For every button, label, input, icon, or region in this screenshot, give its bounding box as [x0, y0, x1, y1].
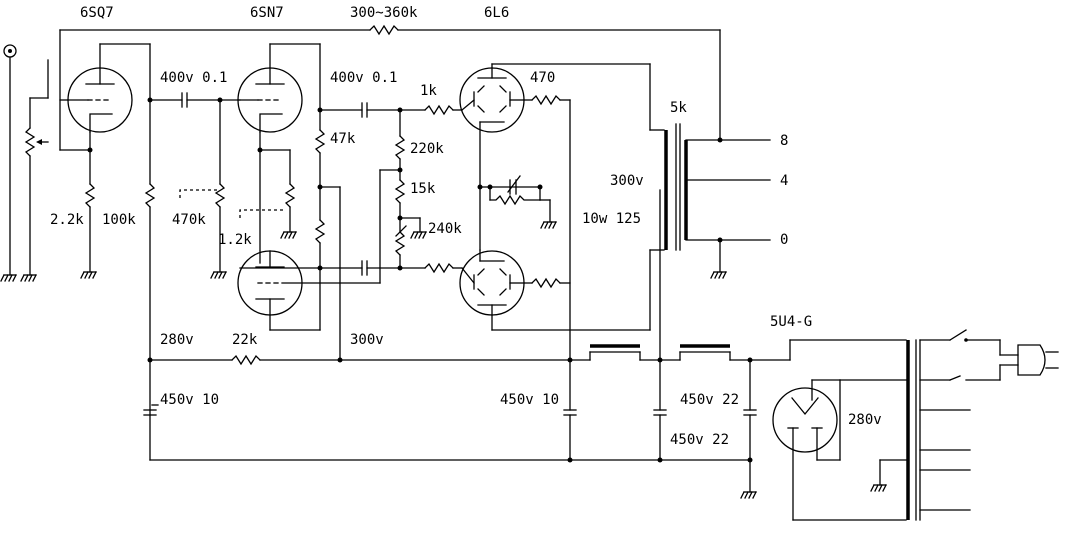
b-plus-300v-label: 300v — [610, 173, 644, 189]
plate-resistor-47k-label: 47k — [330, 131, 356, 147]
coupling-cap-1-label: 400v 0.1 — [160, 70, 227, 86]
tap-4-label: 4 — [780, 173, 788, 189]
grid-resistor-1k-label: 1k — [420, 83, 437, 99]
filter-cap-4-label: 450v 22 — [670, 432, 729, 448]
tube-label-5u4g: 5U4-G — [770, 314, 812, 330]
cathode-resistor-2-2k-label: 2.2k — [50, 212, 84, 228]
choke-2 — [679, 344, 731, 361]
resistor-240k-label: 240k — [428, 221, 462, 237]
volume-potentiometer — [20, 59, 49, 282]
power-plug-icon — [1017, 344, 1059, 376]
tube-6l6-upper — [459, 67, 525, 133]
filter-cap-1-label: 450v 10 — [160, 392, 219, 408]
tube-6sq7 — [67, 67, 133, 133]
resistor-22k-label: 22k — [232, 332, 258, 348]
filter-cap-2-label: 450v 10 — [500, 392, 559, 408]
power-switch — [949, 329, 1001, 381]
voltage-280v-label: 280v — [160, 332, 194, 348]
output-transformer — [664, 123, 688, 251]
filter-cap-3 — [653, 359, 667, 461]
resistor-220k-label: 220k — [410, 141, 444, 157]
resistor-15k-label: 15k — [410, 181, 436, 197]
cathode-resistor-1-2k-label: 1.2k — [218, 232, 252, 248]
filter-cap-4 — [743, 359, 757, 493]
tube-label-6sq7: 6SQ7 — [80, 5, 114, 21]
tap-8-label: 8 — [780, 133, 788, 149]
coupling-cap-2-label: 400v 0.1 — [330, 70, 397, 86]
grid-resistor-470k-label: 470k — [172, 212, 206, 228]
power-transformer — [906, 339, 921, 521]
cathode-resistor-label: 10w 125 — [582, 211, 641, 227]
tube-6sn7-upper — [237, 67, 303, 133]
input-jack — [0, 44, 17, 282]
choke-1 — [589, 344, 641, 361]
filter-cap-3-label: 450v 22 — [680, 392, 739, 408]
output-transformer-label: 5k — [670, 100, 687, 116]
tap-0-label: 0 — [780, 232, 788, 248]
tube-5u4g — [772, 387, 838, 453]
filter-cap-1 — [143, 404, 159, 416]
voltage-300v-label: 300v — [350, 332, 384, 348]
transformer-280v-label: 280v — [848, 412, 882, 428]
tube-6l6-lower — [459, 250, 525, 316]
feedback-resistor-label: 300~360k — [350, 5, 418, 21]
tube-label-6l6: 6L6 — [484, 5, 509, 21]
tube-label-6sn7: 6SN7 — [250, 5, 284, 21]
plate-resistor-100k-label: 100k — [102, 212, 136, 228]
screen-resistor-470-label: 470 — [530, 70, 555, 86]
filter-cap-2 — [563, 359, 577, 461]
